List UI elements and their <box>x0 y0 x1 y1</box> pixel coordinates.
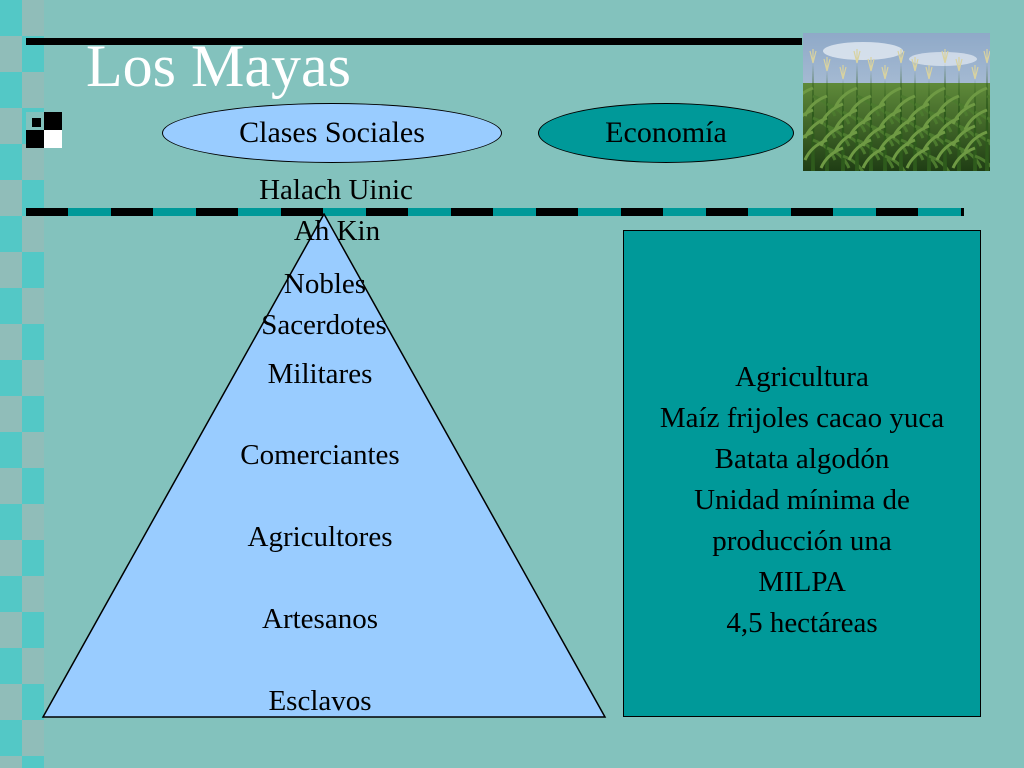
top-rule <box>26 38 802 45</box>
economia-line-6: 4,5 hectáreas <box>726 607 878 639</box>
economia-line-2: Batata algodón <box>714 443 890 475</box>
pyramid-level-3: Sacerdotes <box>261 309 387 341</box>
dashed-rule <box>26 208 964 216</box>
pyramid-level-8: Esclavos <box>268 685 372 717</box>
pyramid-level-1: Ah Kin <box>293 215 381 247</box>
clases-sociales-label: Clases Sociales <box>239 116 425 149</box>
clases-sociales-oval[interactable]: Clases Sociales <box>162 103 502 163</box>
economia-line-4: producción una <box>712 525 892 557</box>
pyramid-level-2: Nobles <box>283 268 367 300</box>
economia-line-1: Maíz frijoles cacao yuca <box>659 402 945 434</box>
checker-squares-icon <box>26 112 62 148</box>
slide-title: Los Mayas <box>86 33 351 99</box>
social-pyramid <box>41 213 607 718</box>
pyramid-level-6: Agricultores <box>247 521 393 553</box>
economia-label: Economía <box>605 116 727 149</box>
pyramid-level-4: Militares <box>267 358 373 390</box>
pyramid-level-5: Comerciantes <box>240 439 400 471</box>
economia-line-5: MILPA <box>758 566 846 598</box>
pyramid-level-0: Halach Uinic <box>259 174 413 206</box>
pyramid-level-7: Artesanos <box>262 603 378 635</box>
economia-line-3: Unidad mínima de <box>694 484 910 516</box>
corn-field-photo <box>803 33 990 171</box>
economia-line-0: Agricultura <box>735 361 869 393</box>
economia-oval[interactable]: Economía <box>538 103 794 163</box>
